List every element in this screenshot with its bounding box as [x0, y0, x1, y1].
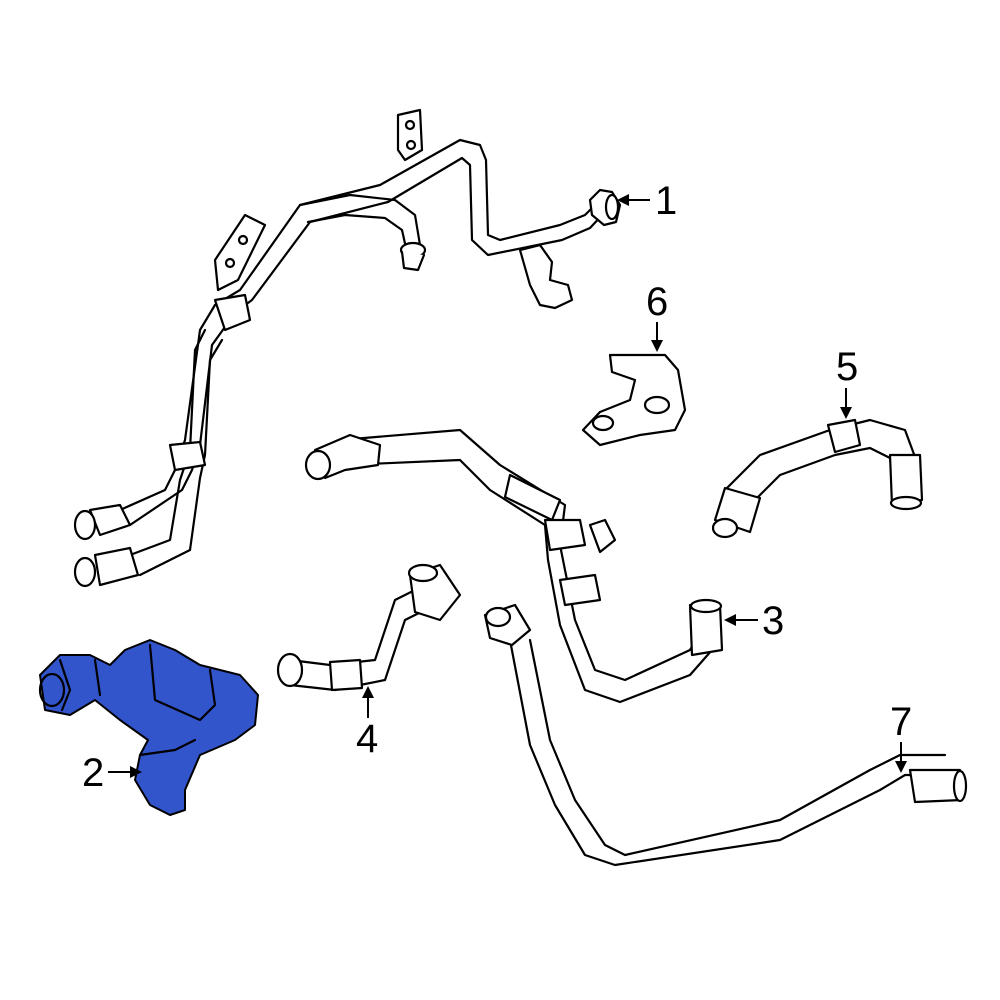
callout-3: 3: [724, 599, 784, 643]
callout-label-7: 7: [890, 700, 912, 744]
callout-4: 4: [356, 686, 378, 761]
part-1-pipe-assembly[interactable]: [73, 108, 622, 588]
part-4-hose[interactable]: [276, 563, 462, 692]
callout-1: 1: [617, 179, 677, 223]
callout-6: 6: [646, 280, 668, 352]
part-5-hose[interactable]: [711, 418, 924, 539]
part-7-hose[interactable]: [483, 603, 968, 867]
callout-label-6: 6: [646, 280, 668, 324]
callout-2: 2: [82, 751, 142, 795]
callout-label-5: 5: [836, 345, 858, 389]
callout-label-2: 2: [82, 751, 104, 795]
callout-label-1: 1: [655, 179, 677, 223]
part-6-bracket[interactable]: [581, 353, 687, 447]
part-3-hose[interactable]: [304, 428, 724, 704]
part-2-hose-highlighted[interactable]: [38, 639, 259, 816]
callout-label-4: 4: [356, 717, 378, 761]
callout-label-3: 3: [762, 599, 784, 643]
callout-5: 5: [836, 345, 858, 419]
callout-7: 7: [890, 700, 912, 773]
